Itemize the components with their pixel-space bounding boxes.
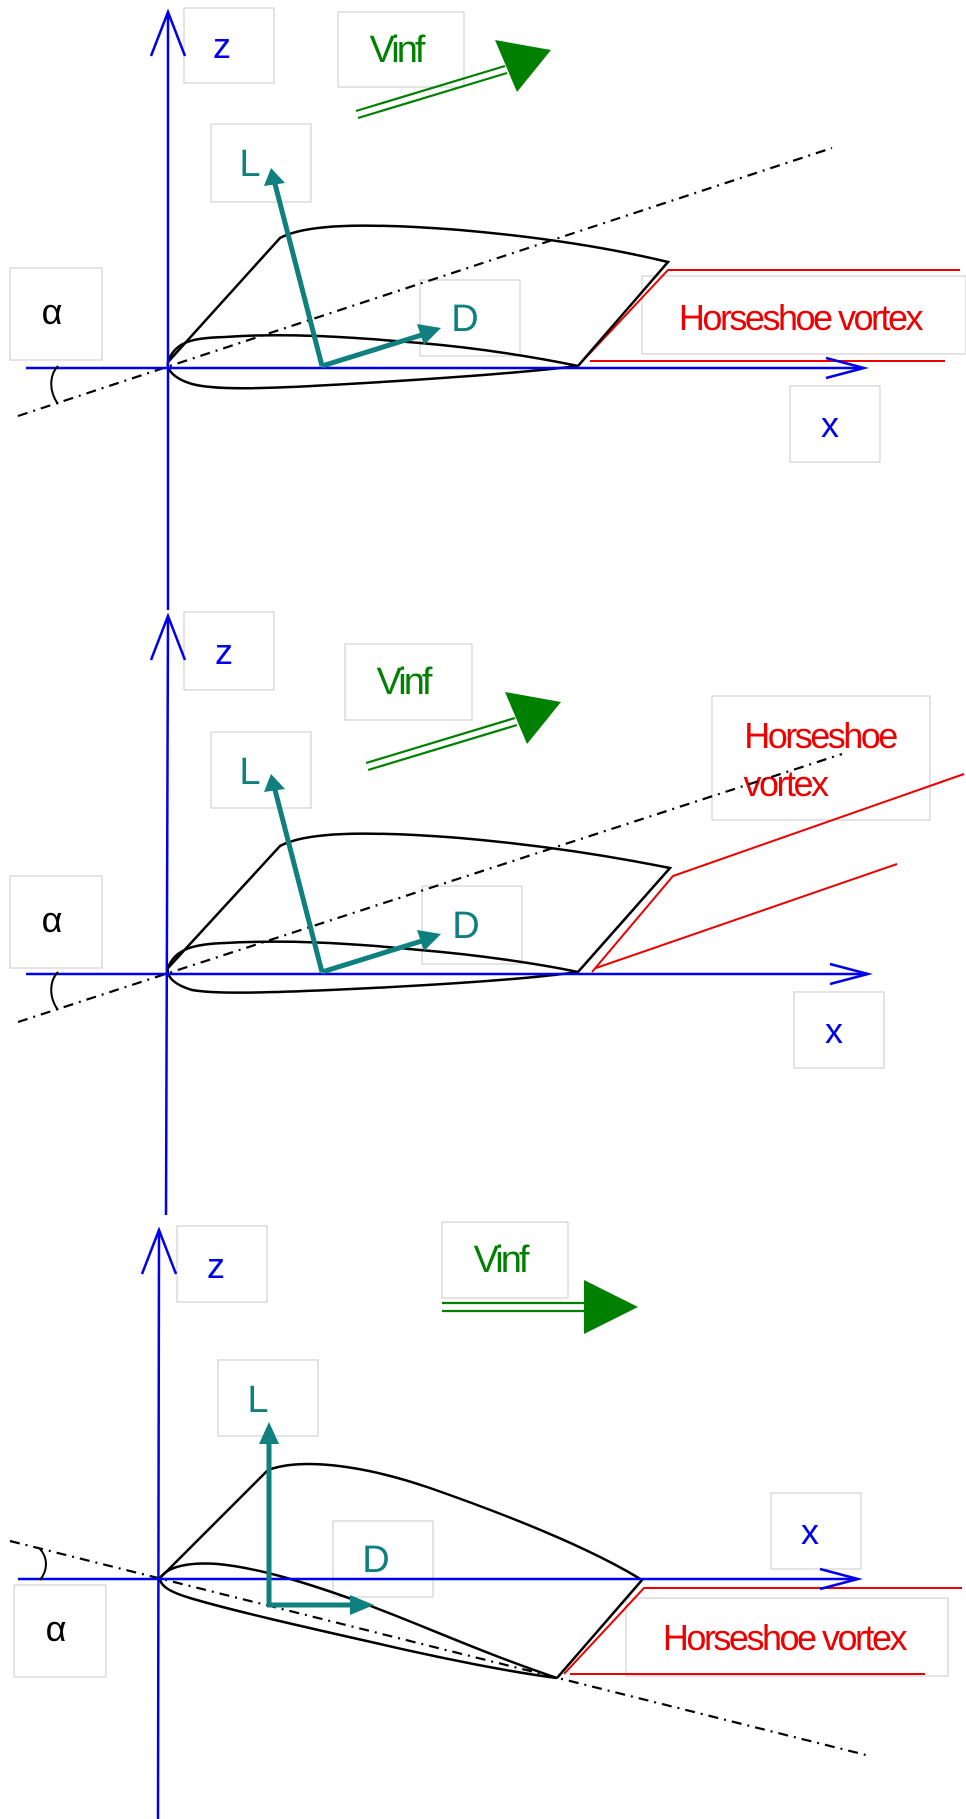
vinf-label-box [344,643,473,721]
drag-arrowhead [350,1595,374,1615]
drag-label-box [332,1520,434,1598]
drag-arrowhead [417,324,441,345]
z-axis [156,1229,161,1819]
z-axis-arrowhead [149,8,187,57]
horseshoe-vortex-lower [595,863,898,969]
vortex-label-box [625,1597,949,1677]
vinf-arrow-shaft-b [367,723,518,772]
lift-label: L [239,751,260,793]
vortex-label-box [641,275,966,355]
lift-label-box [217,1359,319,1437]
horseshoe-vortex-label: Horseshoe vortex [679,297,924,338]
vinf-arrow-shaft-a [355,64,506,113]
vinf-arrowhead [495,40,551,92]
lift-arrowhead [259,1422,279,1444]
panel-2: z Vinf L Horseshoe vortex α D x [9,611,965,1216]
z-axis-arrowhead [149,612,187,661]
horseshoe-vortex-upper [591,773,965,973]
wing-outline [167,832,673,973]
vinf-label-box [441,1221,569,1299]
alpha-angle-arc [50,971,59,1011]
horseshoe-vortex-upper [577,269,960,367]
alpha-angle-arc [50,365,59,405]
z-label-box [176,1225,268,1303]
z-label-box [183,611,275,691]
drag-vector [321,331,426,369]
drag-label: D [362,1539,389,1581]
vinf-label: Vinf [474,1239,530,1281]
lift-vector [271,176,325,367]
vinf-arrow-shaft-b [357,71,508,120]
chord-line [9,1539,867,1757]
lift-label: L [247,1379,268,1421]
lift-vector [271,785,325,973]
z-axis-arrowhead [140,1226,178,1275]
alpha-label-box [13,1584,107,1678]
drag-vector [321,937,426,975]
vinf-label: Vinf [377,661,433,703]
lift-label: L [239,143,260,185]
vinf-arrowhead [505,692,561,744]
vinf-arrow-shaft-a [365,716,516,765]
x-axis-arrowhead [829,962,873,986]
x-label-box [793,991,885,1069]
alpha-label-box [9,875,103,969]
airfoil-root-section [158,1562,558,1680]
vinf-label: Vinf [370,29,426,71]
x-axis-label: x [821,404,839,445]
vinf-label-box [337,11,465,88]
horseshoe-vortex-label-line2: vortex [743,763,829,804]
wing-outline [167,224,671,367]
x-label-box [770,1492,862,1570]
x-axis-label: x [825,1010,843,1051]
z-axis-label: z [207,1245,225,1286]
horseshoe-vortex-label-line1: Horseshoe [744,715,897,756]
drag-label: D [451,298,478,340]
z-axis [164,615,170,1216]
x-label-box [789,385,881,463]
alpha-label: α [46,1608,67,1649]
drag-label: D [452,905,479,947]
alpha-label: α [42,291,63,332]
alpha-label: α [42,899,63,940]
lift-arrowhead [264,168,285,186]
panel-1: z Vinf L α D Horseshoe vortex x [9,7,966,610]
panel-3: z Vinf L x D α Horseshoe vortex [9,1221,962,1819]
horseshoe-vortex-upper [563,1587,962,1675]
lift-label-box [210,123,312,203]
x-axis-arrowhead [825,356,869,380]
z-label-box [183,7,275,84]
chord-line [17,752,843,1024]
vinf-arrowhead [584,1280,638,1334]
z-axis-label: z [215,631,233,672]
z-axis-label: z [213,25,231,66]
alpha-label-box [9,267,103,361]
lift-label-box [210,731,312,809]
lift-arrowhead [264,774,285,792]
horseshoe-vortex-label: Horseshoe vortex [663,1617,908,1658]
x-axis-arrowhead [819,1567,863,1591]
drag-arrowhead [417,930,441,951]
wing-outline [159,1462,644,1679]
x-axis-label: x [801,1511,819,1552]
alpha-angle-arc [39,1548,47,1581]
